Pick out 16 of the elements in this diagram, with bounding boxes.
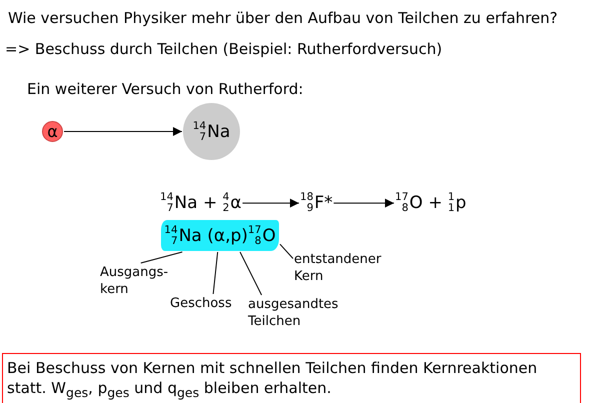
intro-text: => Beschuss durch Teilchen (Beispiel: Rutherfordversuch)	[5, 40, 442, 58]
callout-text: ausgesandtes Teilchen	[248, 296, 338, 330]
note-box: Bei Beschuss von Kernen mit schnellen Teilchen finden Kernreaktionen statt. W$_{ges}$, p$_{ges}$ und q$_{ges}$ bleiben erhalten.	[2, 353, 581, 403]
leader-line	[280, 244, 294, 259]
callout-text: entstandener Kern	[294, 251, 382, 285]
section-heading: Ein weiterer Versuch von Rutherford:	[27, 80, 304, 98]
leader-line	[212, 252, 218, 294]
alpha-particle: α	[42, 121, 63, 142]
title: Wie versuchen Physiker mehr über den Aufbau von Teilchen zu erfahren?	[8, 9, 558, 27]
callout-text: Ausgangs- kern	[100, 264, 168, 298]
arrow	[64, 127, 182, 136]
arrow	[333, 198, 394, 208]
callout-text: Geschoss	[170, 295, 232, 313]
arrow	[242, 198, 300, 208]
leader-line	[240, 252, 262, 296]
leader-line	[140, 252, 183, 264]
